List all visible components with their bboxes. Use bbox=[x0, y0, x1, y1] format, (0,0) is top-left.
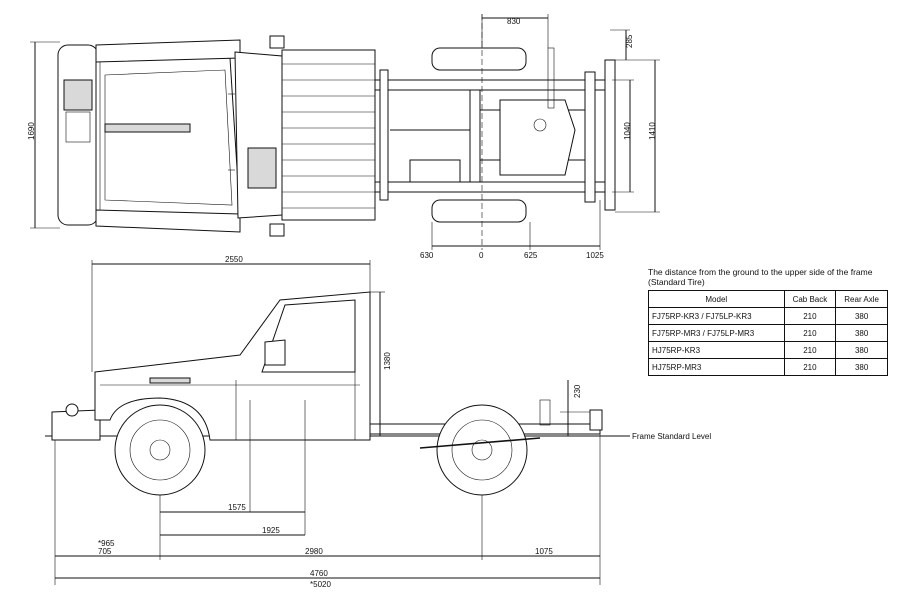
model-cell: HJ75RP-KR3 bbox=[648, 341, 785, 359]
header-cab-back: Cab Back bbox=[783, 290, 837, 308]
table-row: FJ75RP-KR3 / FJ75LP-KR3 210 380 bbox=[648, 307, 888, 325]
cab-back-cell: 210 bbox=[783, 341, 837, 359]
rear-axle-cell: 380 bbox=[835, 341, 888, 359]
dim-285: 285 bbox=[625, 34, 634, 48]
dim-5020-star: *5020 bbox=[310, 580, 331, 589]
dim-1380: 1380 bbox=[383, 352, 392, 370]
dim-1410: 1410 bbox=[648, 122, 657, 140]
dim-1075: 1075 bbox=[535, 547, 553, 556]
dim-4760: 4760 bbox=[310, 569, 328, 578]
dim-1040: 1040 bbox=[623, 122, 632, 140]
dim-230: 230 bbox=[573, 384, 582, 398]
dim-1690: 1690 bbox=[27, 122, 36, 140]
dim-625: 625 bbox=[524, 251, 538, 260]
cab-back-cell: 210 bbox=[783, 307, 837, 325]
grille-top bbox=[65, 111, 91, 143]
rear-crossmember bbox=[604, 59, 616, 211]
cab-back-cell: 210 bbox=[783, 358, 837, 376]
table-row: HJ75RP-KR3 210 380 bbox=[648, 341, 888, 359]
plan-view: 830 285 1690 1040 1410 630 0 625 1025 bbox=[27, 14, 660, 260]
rear-wheel-top-left bbox=[431, 47, 527, 71]
leaf-spring bbox=[419, 437, 541, 449]
side-view: Frame Standard Level 2550 1380 bbox=[45, 255, 711, 589]
table-row: HJ75RP-MR3 210 380 bbox=[648, 358, 888, 376]
battery-box bbox=[409, 159, 461, 183]
front-bumper-side bbox=[51, 409, 101, 441]
mirror-right-top bbox=[269, 223, 285, 237]
frame-rail-lower bbox=[374, 181, 611, 193]
windshield-top bbox=[234, 51, 283, 219]
dim-830: 830 bbox=[507, 17, 521, 26]
table-row: FJ75RP-MR3 / FJ75LP-MR3 210 380 bbox=[648, 324, 888, 342]
dim-965-star: *965 bbox=[98, 539, 115, 548]
dim-1025: 1025 bbox=[586, 251, 604, 260]
header-rear-axle: Rear Axle bbox=[835, 290, 888, 308]
mirror-left-top bbox=[269, 35, 285, 49]
frame-standard-level-label: Frame Standard Level bbox=[632, 432, 711, 441]
rear-axle-cell: 380 bbox=[835, 324, 888, 342]
rear-axle-cell: 380 bbox=[835, 307, 888, 325]
cab-roof-top bbox=[281, 49, 376, 221]
rear-axle-cell: 380 bbox=[835, 358, 888, 376]
hood-vent bbox=[104, 123, 191, 133]
dim-2980: 2980 bbox=[305, 547, 323, 556]
dim-1575: 1575 bbox=[228, 503, 246, 512]
hood-top bbox=[95, 57, 241, 216]
dim-705: 705 bbox=[98, 547, 112, 556]
cab-back-cell: 210 bbox=[783, 324, 837, 342]
table-header-row: Model Cab Back Rear Axle bbox=[648, 290, 888, 308]
dim-2550: 2550 bbox=[225, 255, 243, 264]
model-cell: HJ75RP-MR3 bbox=[648, 358, 785, 376]
front-bumper-top bbox=[57, 44, 99, 226]
dim-1925: 1925 bbox=[262, 526, 280, 535]
frame-rail-upper bbox=[374, 79, 611, 91]
dim-630: 630 bbox=[420, 251, 434, 260]
model-cell: FJ75RP-MR3 / FJ75LP-MR3 bbox=[648, 324, 785, 342]
table-caption: The distance from the ground to the uppe… bbox=[648, 267, 873, 287]
model-cell: FJ75RP-KR3 / FJ75LP-KR3 bbox=[648, 307, 785, 325]
mirror-side bbox=[264, 339, 286, 366]
header-model: Model bbox=[648, 290, 785, 308]
frame-height-table: Model Cab Back Rear Axle FJ75RP-KR3 / FJ… bbox=[648, 290, 888, 376]
rear-wheel-side bbox=[436, 404, 528, 496]
rear-wheel-top-right bbox=[431, 199, 527, 223]
front-wheel-side bbox=[114, 404, 206, 496]
fuel-tank bbox=[499, 99, 576, 176]
front-lamp-top bbox=[63, 79, 93, 111]
dim-0: 0 bbox=[479, 251, 484, 260]
